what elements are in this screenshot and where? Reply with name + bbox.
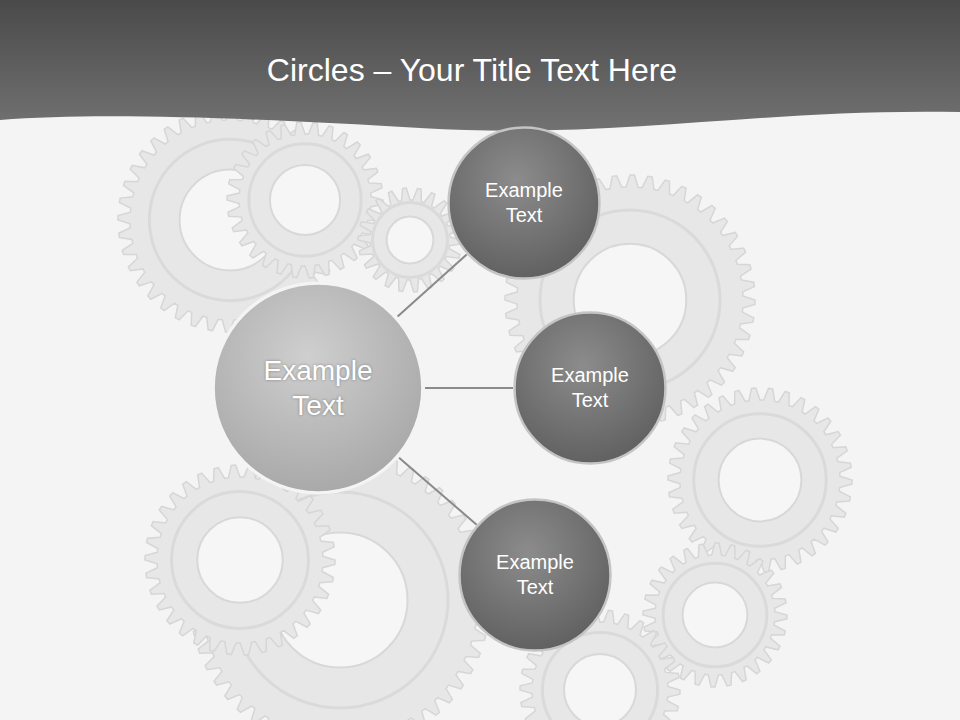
node-label: Example Text bbox=[480, 550, 590, 600]
circle-shape bbox=[513, 311, 667, 465]
connector-line bbox=[425, 387, 513, 389]
slide-title: Circles – Your Title Text Here bbox=[0, 52, 944, 89]
circle-node: Example Text bbox=[211, 281, 425, 495]
circle-fill bbox=[515, 313, 666, 464]
connector-line bbox=[399, 458, 477, 525]
node-label: Example Text bbox=[469, 178, 579, 228]
connector-line bbox=[398, 254, 467, 316]
circle-fill bbox=[213, 283, 423, 493]
node-label: Example Text bbox=[535, 363, 645, 413]
circle-fill bbox=[449, 128, 600, 279]
circle-shape bbox=[458, 498, 612, 652]
circle-shape bbox=[447, 126, 601, 280]
gear bbox=[668, 388, 852, 572]
gear bbox=[358, 188, 462, 292]
circle-fill bbox=[460, 500, 611, 651]
node-label: Example Text bbox=[238, 353, 398, 423]
circle-node: Example Text bbox=[447, 126, 601, 280]
circle-shape bbox=[211, 281, 425, 495]
header-band bbox=[0, 0, 960, 131]
circle-node: Example Text bbox=[513, 311, 667, 465]
circle-node: Example Text bbox=[458, 498, 612, 652]
gears-illustration bbox=[118, 108, 852, 720]
